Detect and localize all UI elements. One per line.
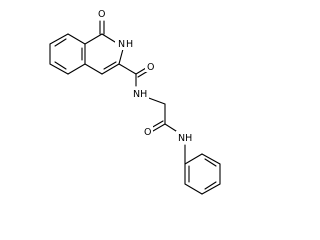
bond-cgly-nh <box>164 123 177 132</box>
ring-nh-h-label: H <box>126 39 133 50</box>
gly-carbonyl-oxygen-label: O <box>144 127 151 138</box>
amide-linker <box>118 63 203 165</box>
bond-c3-c4 <box>67 63 86 75</box>
amide-carbonyl-oxygen-bg <box>145 60 156 72</box>
bond-c4-c5-inner <box>54 61 67 70</box>
chemical-structure-drawing: O N H O NH O NH <box>49 7 221 195</box>
amide-nh-bg <box>131 87 149 99</box>
bond-c4-c5 <box>49 63 69 75</box>
benzyl-phenyl-ring <box>184 153 221 195</box>
molecule-canvas: O N H O NH O NH <box>49 7 221 195</box>
bond-ph-1-2 <box>201 153 221 165</box>
ring-nh-n-label: N <box>118 39 125 50</box>
bond-nh-c3 <box>118 48 124 65</box>
amide-carbonyl-oxygen-label: O <box>147 62 154 73</box>
ring-carbonyl-oxygen-bg <box>96 7 107 19</box>
bond-ph-4-5 <box>184 183 203 195</box>
benzyl-nh-label: NH <box>178 133 192 144</box>
bond-c6-c1-inner <box>54 38 67 47</box>
bond-c2-ccarbonyl <box>84 33 103 45</box>
amide-nh-label: NH <box>133 89 147 100</box>
bond-ph-1-2-inner <box>204 158 217 167</box>
bond-ph-3-4-inner <box>204 181 217 190</box>
bond-cgly-o-a <box>152 123 166 132</box>
benzyl-nh-bg <box>176 131 194 144</box>
bond-camide-o-a <box>135 67 147 75</box>
ring-nh-bg <box>115 37 128 50</box>
bond-c6-c1 <box>49 33 69 45</box>
bond-nh-ch2 <box>145 96 166 105</box>
ring-carbonyl-oxygen-label: O <box>98 9 105 20</box>
benzo-ring <box>49 33 86 75</box>
bond-ph-3-4 <box>201 183 221 195</box>
gly-carbonyl-oxygen-bg <box>142 125 153 137</box>
bond-c3-c4r-inner <box>103 61 117 70</box>
atom-labels: O N H O NH O NH <box>96 7 194 144</box>
pyridone-ring <box>84 20 124 75</box>
bond-benzyl-ch2-ring <box>184 153 203 165</box>
bond-c3-c4r <box>101 63 120 75</box>
bond-c1-c2 <box>67 33 86 45</box>
bond-ccarbonyl-nh <box>101 33 116 43</box>
bond-c4r-c3 <box>84 63 103 75</box>
bond-c3-camide <box>118 63 137 75</box>
